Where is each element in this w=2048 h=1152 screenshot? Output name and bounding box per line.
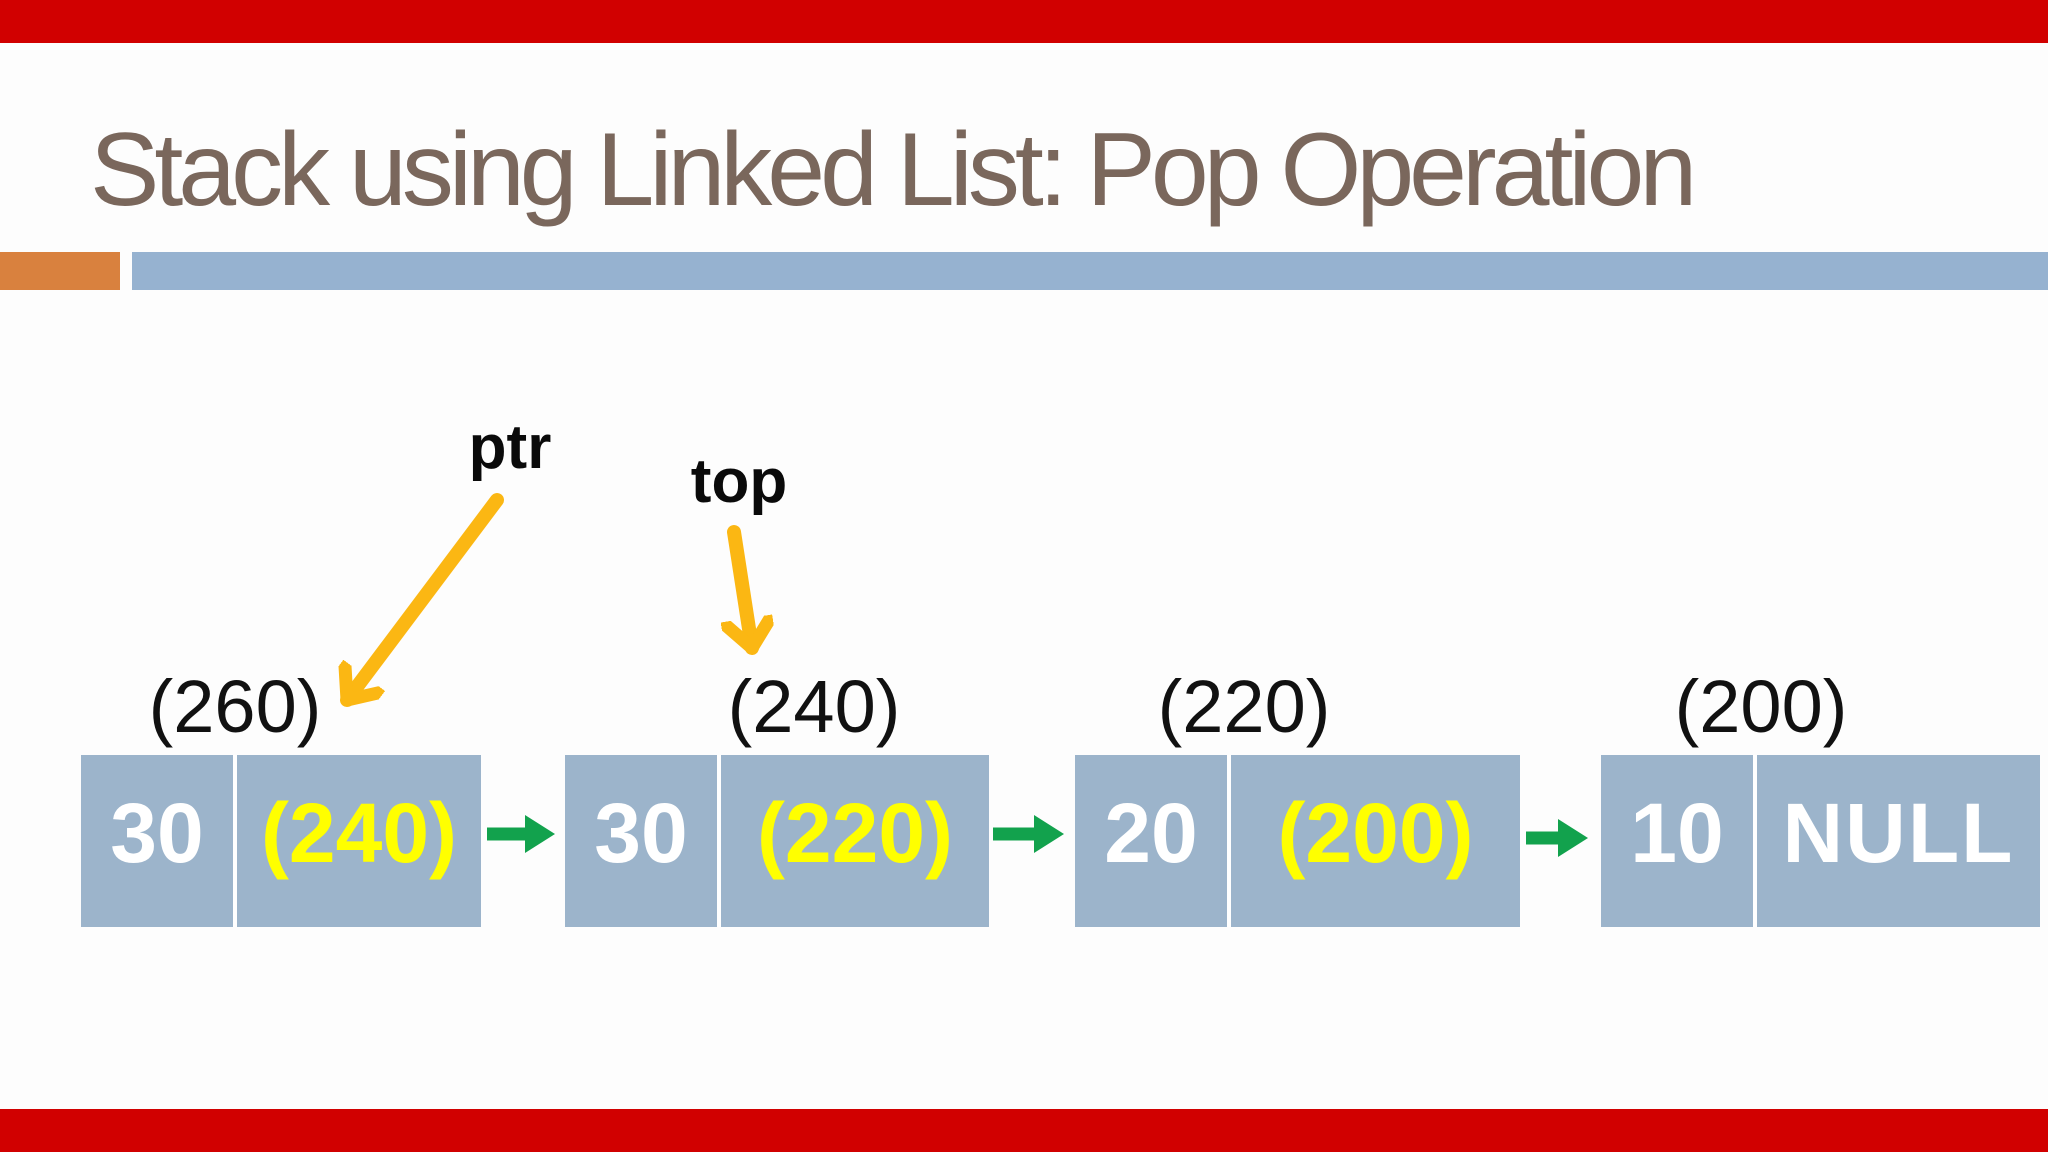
node-next-cell: (220): [721, 755, 989, 927]
node-next-null: NULL: [1782, 785, 2015, 880]
node-data-cell: 10: [1601, 755, 1753, 927]
top-pointer-label: top: [690, 447, 788, 516]
node-next-value: (220): [756, 785, 954, 880]
node-next-cell: (200): [1231, 755, 1520, 927]
linked-list-node: 20 (200): [1075, 755, 1520, 927]
top-annotation-arrow: [734, 525, 752, 655]
node-data-value: 10: [1630, 785, 1724, 880]
linked-list-node: 30 (220): [565, 755, 989, 927]
node-next-value: (240): [260, 785, 458, 880]
accent-bar-orange: [0, 252, 120, 290]
node-next-value: (200): [1277, 785, 1474, 880]
ptr-pointer-label: ptr: [468, 413, 552, 482]
accent-bar-blue: [132, 252, 2048, 290]
node-address-label: (240): [727, 665, 901, 748]
node-data-cell: 30: [81, 755, 233, 927]
node-data-value: 30: [594, 785, 688, 880]
node-next-cell: NULL: [1757, 755, 2040, 927]
node-address-label: (200): [1674, 665, 1848, 748]
slide-title: Stack using Linked List: Pop Operation: [90, 112, 1697, 228]
node-data-value: 20: [1104, 785, 1198, 880]
node-data-cell: 30: [565, 755, 717, 927]
node-data-value: 30: [110, 785, 204, 880]
linked-list-node: 10 NULL: [1601, 755, 2040, 927]
node-address-label: (260): [148, 665, 322, 748]
linked-list-node: 30 (240): [81, 755, 481, 927]
node-address-label: (220): [1157, 665, 1331, 748]
node-data-cell: 20: [1075, 755, 1227, 927]
node-next-cell: (240): [237, 755, 481, 927]
top-frame-band: [0, 0, 2048, 43]
bottom-frame-band: [0, 1109, 2048, 1152]
